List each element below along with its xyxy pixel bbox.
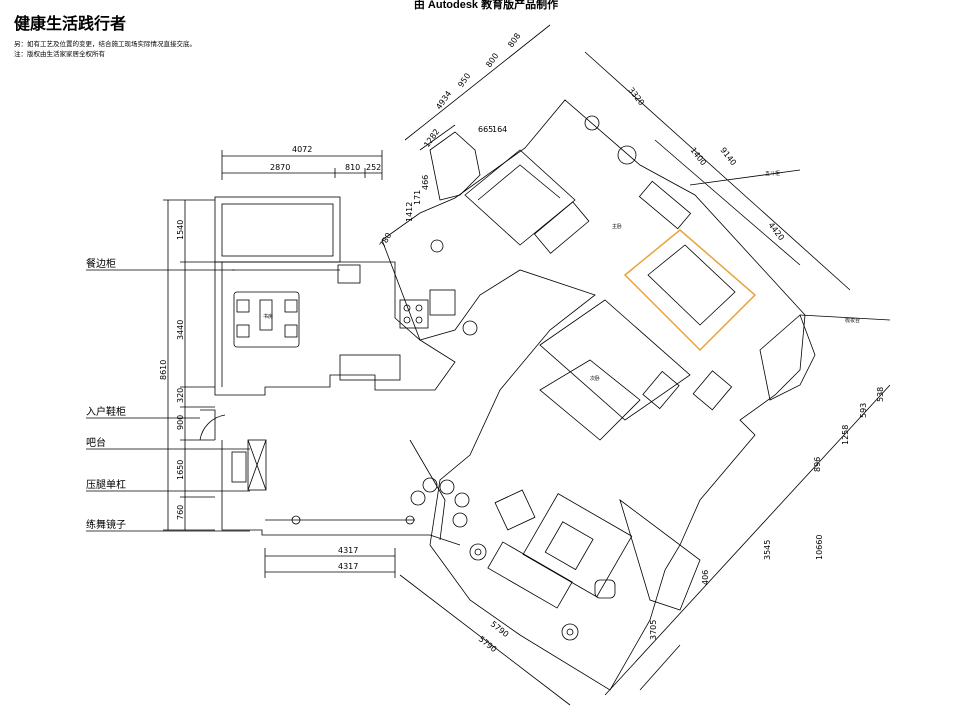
bay-window-top: [429, 131, 481, 201]
dim-text-diag-top-h: 1412: [405, 202, 414, 222]
dim-text-diag-top-d: 808: [506, 31, 522, 49]
dim-text-left-d: 900: [176, 415, 185, 430]
dim-text-diag-top-g: 164: [492, 125, 507, 134]
dim-text-right-b: 3545: [763, 540, 772, 560]
sofa: [487, 541, 573, 609]
shower-2: [429, 289, 456, 316]
wall-main-outline: [381, 99, 806, 691]
dim-text-diag-top-i: 171: [413, 190, 422, 205]
dim-text-top-total: 4072: [292, 145, 312, 154]
dim-text-upper-right-b: 9140: [718, 146, 738, 168]
dim-text-diag-top-f: 665: [478, 125, 493, 134]
leader-small-a: [689, 169, 801, 186]
wall-storage-top: [214, 196, 341, 263]
bed-study: [539, 359, 641, 441]
room-label-master: 主卧: [612, 223, 622, 230]
label-press-bar: 压腿单杠: [86, 480, 126, 491]
label-dance-mirror: 练舞镜子: [86, 520, 126, 531]
label-sideboard: 餐边柜: [86, 259, 116, 270]
room-study-desk: [539, 299, 691, 421]
bar-counter: [247, 439, 267, 491]
dim-text-bottom-diag-b: 5790: [477, 634, 499, 654]
dim-text-left-e: 1650: [176, 460, 185, 480]
cooktop: [399, 299, 429, 329]
dim-diag-top: [404, 24, 551, 141]
tv-cabinet: [494, 489, 536, 531]
wardrobe-master: [533, 201, 590, 254]
dining-table: [233, 291, 300, 348]
dim-text-left-total: 8610: [159, 360, 168, 380]
washer: [462, 320, 478, 336]
toilet-1: [584, 115, 600, 131]
dim-text-diag-top-b: 950: [456, 71, 472, 89]
note-line-1: 另：如有工艺及位置的变更，结合施工现场实际情况直接交底。: [14, 40, 196, 48]
dim-text-left-c: 320: [176, 388, 185, 403]
dim-text-right-e: 593: [859, 403, 868, 418]
dim-text-right-c: 896: [813, 457, 822, 472]
leader-small-b: [799, 314, 891, 321]
dim-diag-bottom-left: [399, 574, 571, 706]
label-shoe-cabinet: 入户鞋柜: [86, 407, 126, 418]
dim-text-right-h: 3705: [649, 620, 658, 640]
lamp-1: [469, 543, 487, 561]
lamp-2: [561, 623, 579, 641]
dim-text-bottom-diag-a: 5790: [489, 619, 511, 639]
fridge-counter: [339, 354, 401, 381]
coffee-table: [544, 521, 594, 571]
dim-text-left-f: 760: [176, 505, 185, 520]
dim-diag-upper-right: [584, 51, 851, 291]
page-title: 健康生活践行者: [14, 14, 127, 33]
dim-text-top-a: 2870: [270, 163, 290, 172]
basin-1: [617, 145, 637, 165]
dim-text-right-g: 406: [701, 570, 710, 585]
note-line-2: 注：版权由生活家家居全权所有: [14, 50, 105, 58]
dim-text-bottom-a: 4317: [338, 546, 358, 555]
dim-text-top-b: 810: [345, 163, 360, 172]
dim-text-left-a: 1540: [176, 220, 185, 240]
dim-text-right-a: 10660: [815, 535, 824, 560]
room-label-small-a: 五斗柜: [765, 170, 780, 177]
dim-diag-right: [604, 384, 891, 696]
dim-text-upper-right-c: 1400: [688, 146, 708, 168]
bed-second: [647, 244, 736, 326]
bed-master: [464, 149, 576, 246]
dim-text-diag-top-a: 4934: [434, 89, 453, 111]
bed-second-highlight: [623, 229, 757, 352]
dim-text-top-c: 252: [366, 163, 381, 172]
dim-text-diag-top-j: 466: [421, 175, 430, 190]
dim-text-right-f: 538: [876, 387, 885, 402]
room-label-second: 次卧: [590, 375, 600, 382]
kitchen-sink: [337, 264, 361, 284]
wall-kitchen-dining: [214, 261, 456, 396]
dim-text-left-b: 3440: [176, 320, 185, 340]
autodesk-banner: 由 Autodesk 教育版产品制作: [413, 0, 559, 11]
wall-entrance: [221, 440, 461, 546]
dim-text-diag-top-e: 1282: [422, 127, 441, 149]
dim-text-bottom-b: 4317: [338, 562, 358, 571]
room-label-small-b: 梳妆台: [845, 317, 860, 324]
wardrobe-second: [638, 180, 692, 230]
rug: [522, 493, 633, 598]
toilet-2: [430, 239, 444, 253]
room-label-kid: 书房: [263, 313, 273, 320]
armchair: [594, 579, 616, 599]
dim-text-right-d: 1258: [841, 425, 850, 445]
bay-window-right: [759, 314, 816, 401]
label-bar: 吧台: [86, 438, 106, 449]
